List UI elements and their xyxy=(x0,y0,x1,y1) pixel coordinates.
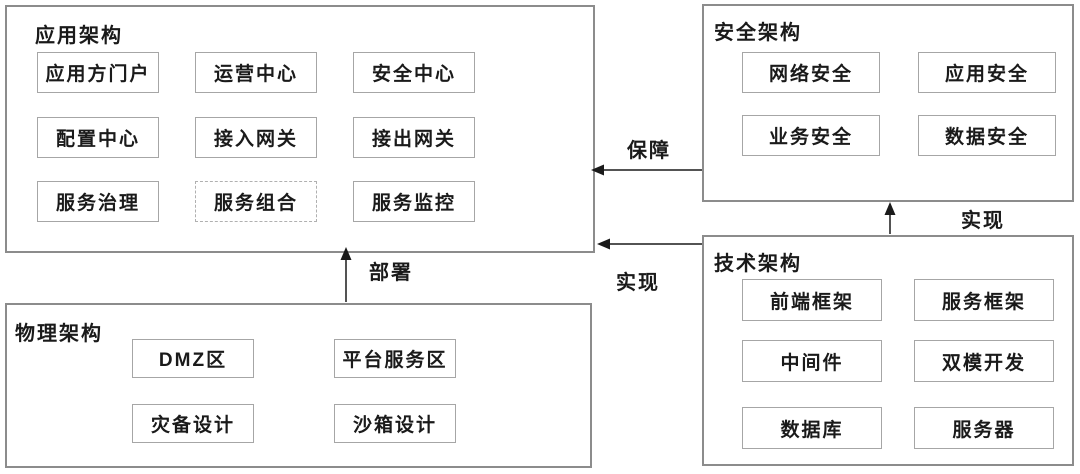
panel-technology-architecture: 技术架构 前端框架 服务框架 中间件 双模开发 数据库 服务器 xyxy=(702,235,1074,466)
arrow-label-realize-to-app: 实现 xyxy=(616,272,660,294)
arrow-realize-tech-to-app xyxy=(597,238,702,250)
node-data-security: 数据安全 xyxy=(918,115,1056,156)
node-service-framework: 服务框架 xyxy=(914,279,1054,321)
arrow-deploy xyxy=(340,247,352,302)
panel-application-architecture: 应用架构 应用方门户 运营中心 安全中心 配置中心 接入网关 接出网关 服务治理… xyxy=(5,5,595,253)
node-business-security: 业务安全 xyxy=(742,115,880,156)
node-config-center: 配置中心 xyxy=(37,117,159,158)
node-network-security: 网络安全 xyxy=(742,52,880,93)
panel-physical-architecture: 物理架构 DMZ区 平台服务区 灾备设计 沙箱设计 xyxy=(5,303,592,468)
node-service-governance: 服务治理 xyxy=(37,181,159,222)
node-dual-mode-development: 双模开发 xyxy=(914,340,1054,382)
panel-technology-title: 技术架构 xyxy=(714,253,802,275)
node-application-security: 应用安全 xyxy=(918,52,1056,93)
node-inbound-gateway: 接入网关 xyxy=(195,117,317,158)
node-frontend-framework: 前端框架 xyxy=(742,279,882,321)
node-operation-center: 运营中心 xyxy=(195,52,317,93)
node-outbound-gateway: 接出网关 xyxy=(353,117,475,158)
node-security-center: 安全中心 xyxy=(353,52,475,93)
arrow-label-realize-to-security: 实现 xyxy=(961,210,1005,232)
node-app-portal: 应用方门户 xyxy=(37,52,159,93)
node-disaster-recovery-design: 灾备设计 xyxy=(132,404,254,443)
node-middleware: 中间件 xyxy=(742,340,882,382)
node-sandbox-design: 沙箱设计 xyxy=(334,404,456,443)
arrow-guarantee xyxy=(591,164,702,176)
node-service-composition: 服务组合 xyxy=(195,181,317,222)
node-database: 数据库 xyxy=(742,407,882,449)
node-platform-service-zone: 平台服务区 xyxy=(334,339,456,378)
node-dmz-zone: DMZ区 xyxy=(132,339,254,378)
panel-physical-title: 物理架构 xyxy=(15,323,103,345)
arrow-realize-tech-to-security xyxy=(884,202,896,234)
arrow-label-guarantee: 保障 xyxy=(627,140,671,162)
node-service-monitoring: 服务监控 xyxy=(353,181,475,222)
arrow-label-deploy: 部署 xyxy=(369,262,413,284)
panel-security-architecture: 安全架构 网络安全 应用安全 业务安全 数据安全 xyxy=(702,4,1074,202)
panel-security-title: 安全架构 xyxy=(714,22,802,44)
panel-application-title: 应用架构 xyxy=(35,25,123,47)
node-server: 服务器 xyxy=(914,407,1054,449)
